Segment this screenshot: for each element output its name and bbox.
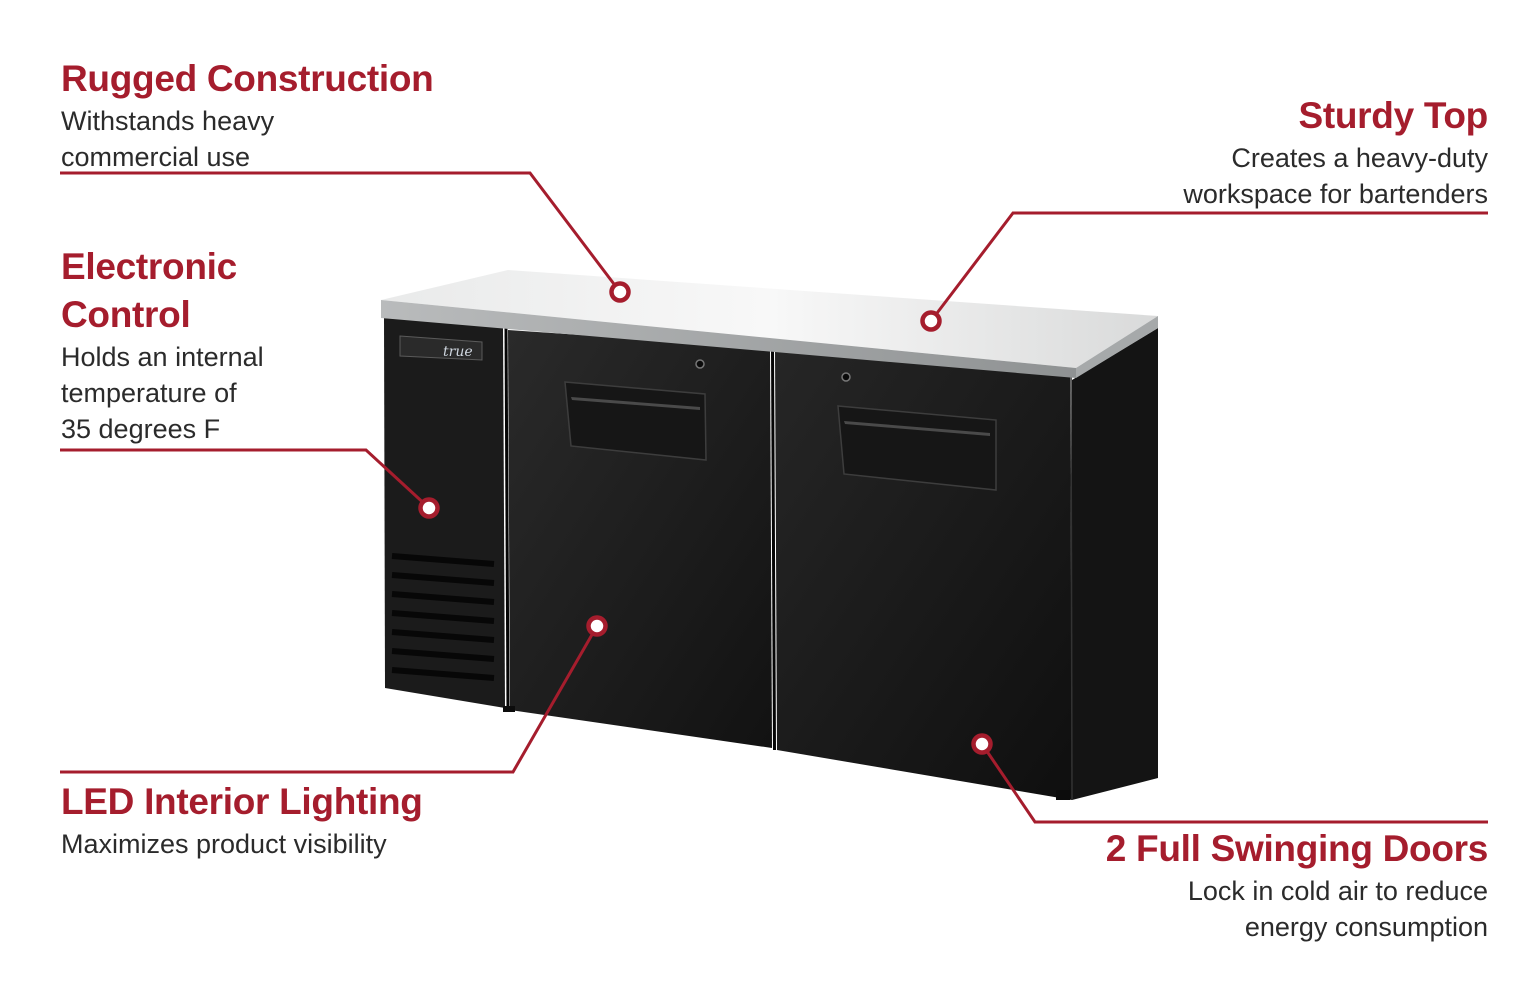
feature-title: 2 Full Swinging Doors (1105, 828, 1489, 869)
left-door-handle (564, 381, 707, 461)
feature-rugged-construction: Rugged Construction Withstands heavy com… (61, 55, 434, 175)
left-door-lock (695, 359, 705, 369)
back-bar-cooler: true (381, 270, 1158, 801)
feature-description-line: Creates a heavy-duty (1231, 143, 1488, 173)
logo-plate (399, 335, 483, 361)
feature-description-line: Holds an internal (61, 342, 264, 372)
feature-electronic-control: Electronic Control Holds an internal tem… (61, 243, 264, 447)
feature-led-lighting: LED Interior Lighting Maximizes product … (61, 778, 423, 862)
ventilation-grille (391, 553, 495, 681)
feature-description-line: 35 degrees F (61, 414, 221, 444)
feature-description-line: Maximizes product visibility (61, 829, 387, 859)
feature-title: LED Interior Lighting (61, 781, 423, 822)
feature-title: Sturdy Top (1298, 95, 1488, 136)
right-door-handle (837, 405, 997, 491)
feature-title: Rugged Construction (61, 58, 434, 99)
dot-sturdy-top (920, 310, 942, 332)
leader-electronic-control (60, 448, 431, 510)
leader-led-lighting (60, 625, 599, 774)
callout-leaders (60, 171, 1488, 824)
feature-description-line: workspace for bartenders (1183, 179, 1488, 209)
cooler-side-panel (1072, 328, 1158, 800)
right-door-lock (841, 372, 851, 382)
dot-rugged-construction (609, 281, 631, 303)
feature-description-line: temperature of (61, 378, 237, 408)
feature-description-line: commercial use (61, 142, 251, 172)
feature-description-line: Lock in cold air to reduce (1187, 876, 1488, 906)
dot-swinging-doors (971, 733, 993, 755)
feature-title-line: Electronic (61, 246, 237, 287)
leader-rugged-construction (60, 171, 622, 293)
leader-sturdy-top (929, 211, 1488, 322)
control-panel (384, 318, 505, 708)
leader-swinging-doors (980, 743, 1488, 824)
dot-led-lighting (586, 615, 608, 637)
dot-electronic-control (418, 497, 440, 519)
callout-dots (418, 281, 993, 755)
feature-description-line: energy consumption (1244, 912, 1488, 942)
feature-description-line: Withstands heavy (61, 106, 275, 136)
logo-text: true (443, 344, 473, 360)
stainless-steel-top (381, 270, 1158, 368)
feature-swinging-doors: 2 Full Swinging Doors Lock in cold air t… (1105, 825, 1489, 945)
feature-sturdy-top: Sturdy Top Creates a heavy-duty workspac… (1183, 92, 1488, 212)
feature-title-line: Control (61, 294, 191, 335)
